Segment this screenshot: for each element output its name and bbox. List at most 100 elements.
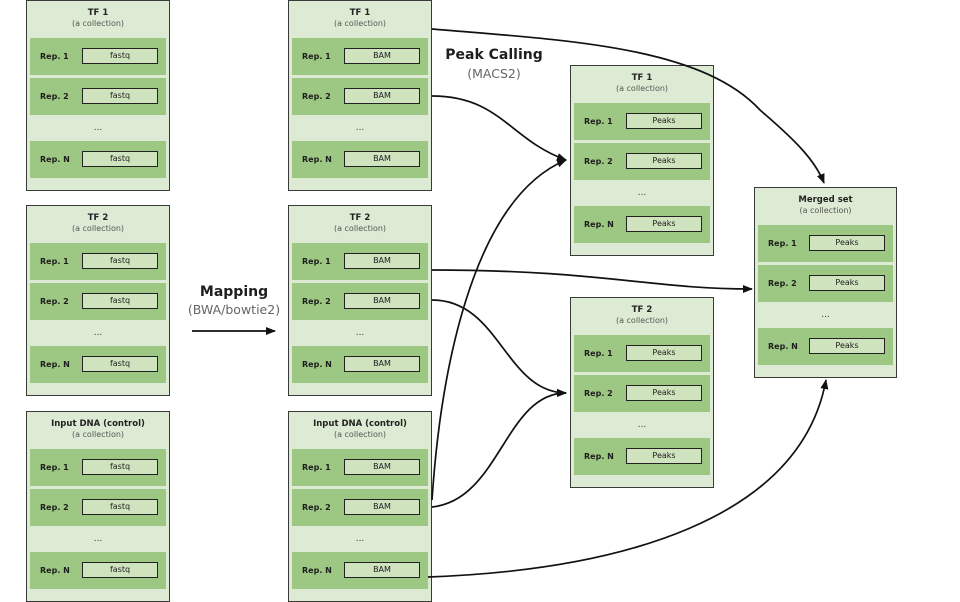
collection-title: Merged set xyxy=(798,194,853,205)
file-box: fastq xyxy=(82,459,158,475)
replicate-label: Rep. 1 xyxy=(302,463,331,472)
ellipsis-row: ... xyxy=(292,529,428,549)
file-box: fastq xyxy=(82,88,158,104)
file-box: BAM xyxy=(344,562,420,578)
replicate-label: Rep. 2 xyxy=(584,157,613,166)
peak-calling-step-tool: (MACS2) xyxy=(467,66,521,81)
ellipsis-row: ... xyxy=(758,305,893,325)
replicate-row: Rep. 1 fastq xyxy=(30,449,166,486)
replicate-label: Rep. 2 xyxy=(302,92,331,101)
file-box: BAM xyxy=(344,48,420,64)
collection-header: TF 1(a collection) xyxy=(27,1,169,35)
replicate-label: Rep. 2 xyxy=(40,503,69,512)
replicate-row: Rep. 1 BAM xyxy=(292,38,428,75)
collection-title: TF 1 xyxy=(87,7,109,18)
file-box: BAM xyxy=(344,88,420,104)
file-box: fastq xyxy=(82,499,158,515)
replicate-row: Rep. 2 Peaks xyxy=(574,143,710,180)
file-box: Peaks xyxy=(626,153,702,169)
collection-bam-tf1: TF 1(a collection) Rep. 1 BAM Rep. 2 BAM... R… xyxy=(288,0,432,191)
collection-subtitle: (a collection) xyxy=(71,18,125,28)
ellipsis-row: ... xyxy=(30,529,166,549)
collection-header: TF 2(a collection) xyxy=(571,298,713,332)
peak-calling-step-title: Peak Calling xyxy=(445,47,543,63)
collection-header: TF 1(a collection) xyxy=(571,66,713,100)
replicate-label: Rep. N xyxy=(584,220,614,229)
file-box: Peaks xyxy=(809,338,885,354)
ellipsis: ... xyxy=(821,310,830,320)
replicate-row: Rep. 1 Peaks xyxy=(758,225,893,262)
ellipsis-row: ... xyxy=(292,323,428,343)
file-box: Peaks xyxy=(809,235,885,251)
replicate-label: Rep. 2 xyxy=(584,389,613,398)
collection-subtitle: (a collection) xyxy=(799,205,852,215)
collection-header: TF 1(a collection) xyxy=(289,1,431,35)
replicate-label: Rep. N xyxy=(40,566,70,575)
replicate-label: Rep. 1 xyxy=(302,52,331,61)
replicate-label: Rep. 2 xyxy=(768,279,797,288)
ellipsis-row: ... xyxy=(292,118,428,138)
ellipsis: ... xyxy=(93,534,103,544)
file-box: fastq xyxy=(82,48,158,64)
arrow-bam-tf2-to-peaks-tf2 xyxy=(431,299,567,397)
replicate-label: Rep. N xyxy=(302,155,332,164)
replicate-label: Rep. 1 xyxy=(584,117,613,126)
collection-header: TF 2(a collection) xyxy=(289,206,431,240)
replicate-row: Rep. N BAM xyxy=(292,141,428,178)
collection-fastq-input: Input DNA (control)(a collection) Rep. 1 f… xyxy=(26,411,170,602)
collection-subtitle: (a collection) xyxy=(333,223,387,233)
collection-bam-input: Input DNA (control)(a collection) Rep. 1 B… xyxy=(288,411,432,602)
ellipsis-row: ... xyxy=(574,415,710,435)
arrow-bam-input-to-peaks-tf1 xyxy=(431,159,567,501)
replicate-label: Rep. 2 xyxy=(302,503,331,512)
collection-title: TF 1 xyxy=(631,72,653,83)
ellipsis-row: ... xyxy=(30,323,166,343)
file-box: Peaks xyxy=(626,216,702,232)
collection-subtitle: (a collection) xyxy=(71,223,125,233)
file-box: BAM xyxy=(344,253,420,269)
file-box: Peaks xyxy=(809,275,885,291)
file-box: fastq xyxy=(82,253,158,269)
replicate-row: Rep. 2 Peaks xyxy=(758,265,893,302)
replicate-label: Rep. 1 xyxy=(768,239,797,248)
collection-subtitle: (a collection) xyxy=(615,315,669,325)
collection-subtitle: (a collection) xyxy=(333,18,387,28)
ellipsis-row: ... xyxy=(574,183,710,203)
replicate-label: Rep. N xyxy=(302,360,332,369)
collection-title: Input DNA (control) xyxy=(313,418,407,429)
replicate-row: Rep. 1 Peaks xyxy=(574,335,710,372)
replicate-label: Rep. N xyxy=(40,155,70,164)
file-box: BAM xyxy=(344,356,420,372)
replicate-row: Rep. N BAM xyxy=(292,346,428,383)
collection-header: Merged set(a collection) xyxy=(755,188,896,222)
ellipsis: ... xyxy=(355,328,365,338)
replicate-label: Rep. N xyxy=(768,342,798,351)
ellipsis: ... xyxy=(93,123,103,133)
replicate-label: Rep. 1 xyxy=(40,463,69,472)
ellipsis: ... xyxy=(355,534,365,544)
replicate-label: Rep. 2 xyxy=(40,92,69,101)
ellipsis: ... xyxy=(93,328,103,338)
collection-header: Input DNA (control)(a collection) xyxy=(27,412,169,446)
file-box: Peaks xyxy=(626,345,702,361)
collection-subtitle: (a collection) xyxy=(333,429,387,439)
replicate-label: Rep. 1 xyxy=(40,257,69,266)
file-box: BAM xyxy=(344,293,420,309)
replicate-label: Rep. N xyxy=(584,452,614,461)
ellipsis-row: ... xyxy=(30,118,166,138)
file-box: fastq xyxy=(82,356,158,372)
file-box: BAM xyxy=(344,151,420,167)
replicate-label: Rep. 1 xyxy=(584,349,613,358)
